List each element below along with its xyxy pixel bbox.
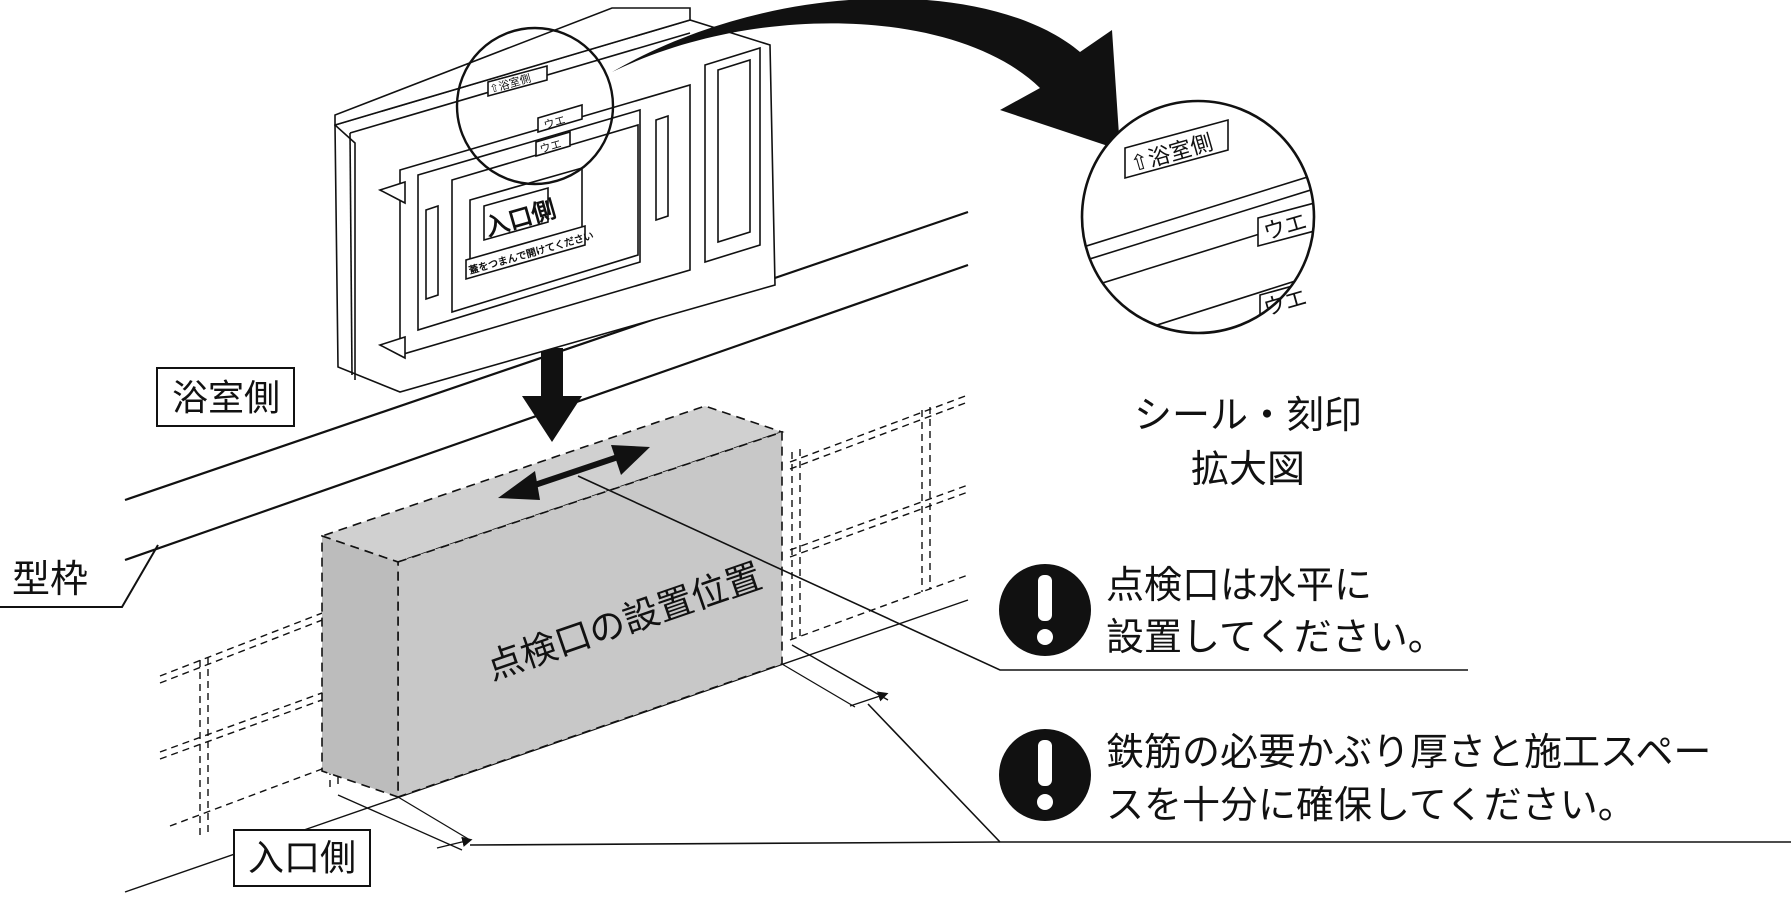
dimension-lines: [337, 644, 889, 851]
warning-icon: [999, 564, 1091, 656]
notice-1: 点検口は水平に 設置してください。: [999, 563, 1446, 659]
entrance-side-label: 入口側: [248, 838, 356, 879]
notice-leaders: [469, 475, 1791, 846]
formwork-leader: [0, 544, 159, 608]
curved-arrow-icon: [612, 0, 1120, 150]
inspection-device: [334, 7, 776, 393]
notice-2: 鉄筋の必要かぶり厚さと施工スペー スを十分に確保してください。: [999, 729, 1711, 827]
magnify-source-circle: [455, 26, 615, 186]
warning-icon: [999, 729, 1091, 821]
bathroom-side-label: 浴室側: [172, 378, 280, 419]
notice-1-line2: 設置してください。: [1106, 615, 1446, 659]
double-arrow-icon: [498, 445, 650, 500]
bathroom-side-box: [156, 367, 295, 427]
notice-1-line1: 点検口は水平に: [1106, 563, 1372, 607]
device-stamp-2-text: ウエ: [538, 137, 563, 156]
entrance-side-box: [233, 829, 371, 887]
device-stamp-1-text: ウエ: [542, 113, 567, 132]
notice-2-line1: 鉄筋の必要かぶり厚さと施工スペー: [1106, 730, 1711, 774]
notice-2-line2: スを十分に確保してください。: [1106, 783, 1636, 827]
inspection-position-box: [319, 405, 785, 799]
formwork-label: 型枠: [12, 557, 88, 601]
magnified-caption-line2: 拡大図: [1191, 447, 1305, 491]
down-arrow-icon: [522, 348, 582, 442]
magnified-caption-line1: シール・刻印: [1134, 393, 1362, 437]
